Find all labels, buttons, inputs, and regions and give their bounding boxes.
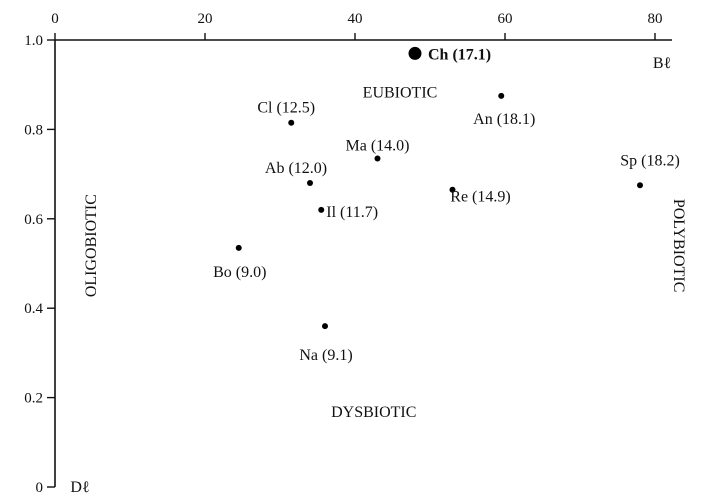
- data-point-label: Re (14.9): [450, 189, 510, 206]
- region-labels: EUBIOTIC DYSBIOTIC OLIGOBIOTIC POLYBIOTIC: [83, 84, 687, 421]
- data-point: [318, 206, 325, 213]
- x-tick-label: 80: [648, 11, 663, 27]
- region-label: EUBIOTIC: [363, 84, 438, 101]
- y-tick-label: 1.0: [24, 33, 43, 49]
- x-tick-label: 20: [198, 11, 213, 27]
- data-point-label: Ma (14.0): [346, 137, 410, 154]
- data-point: [637, 182, 643, 189]
- x-tick-label: 60: [498, 11, 513, 27]
- data-point-label: An (18.1): [473, 111, 535, 128]
- data-point: [374, 155, 381, 162]
- data-point-label: Ab (12.0): [265, 160, 327, 177]
- region-label: DYSBIOTIC: [331, 404, 416, 421]
- region-label: POLYBIOTIC: [670, 199, 687, 293]
- data-point-label: Sp (18.2): [620, 152, 680, 169]
- data-point-label: Il (11.7): [326, 204, 378, 221]
- data-points: Ch (17.1) An (18.1) Cl (12.5) Ma (14.0) Ab (…: [213, 46, 680, 364]
- data-point-label: Na (9.1): [299, 347, 352, 364]
- data-point: [307, 180, 313, 187]
- y-tick-label: 0: [36, 480, 44, 496]
- data-point-label: Cl (12.5): [257, 100, 315, 117]
- data-point: [288, 119, 295, 126]
- y-tick-label: 0.2: [24, 391, 43, 407]
- data-point-label: Ch (17.1): [428, 46, 491, 63]
- data-point: [235, 244, 242, 251]
- data-point: [498, 92, 505, 99]
- region-label: OLIGOBIOTIC: [83, 194, 100, 297]
- x-tick-label: 0: [51, 11, 59, 27]
- x-tick-label: 40: [348, 11, 363, 27]
- data-point: [408, 46, 422, 60]
- y-tick-label: 0.6: [24, 212, 43, 228]
- y-tick-label: 0.8: [24, 122, 43, 138]
- data-point-label: Bo (9.0): [213, 264, 266, 281]
- y-axis-label: Dℓ: [70, 479, 90, 496]
- data-point: [322, 323, 328, 330]
- x-axis-label: Bℓ: [653, 55, 672, 72]
- data-point: [449, 186, 456, 193]
- y-tick-label: 0.4: [24, 301, 43, 317]
